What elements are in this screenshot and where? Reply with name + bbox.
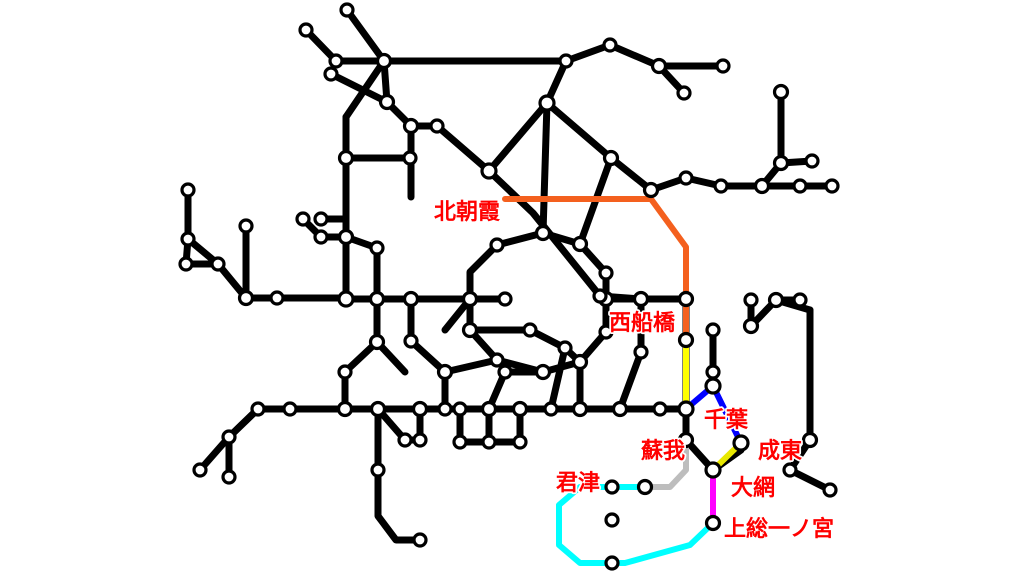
station-soga[interactable] <box>677 400 695 418</box>
label-nishi-funabashi: 西船橋 <box>609 310 676 336</box>
label-kita-asaka: 北朝霞 <box>434 199 501 225</box>
kururi-line <box>642 437 689 490</box>
label-kazusa-ichinomiya: 上総一ノ宮 <box>724 516 834 542</box>
label-soga: 蘇我 <box>640 438 685 464</box>
colored-rail-lines <box>502 196 744 566</box>
label-kimitsu: 君津 <box>556 470 600 496</box>
label-oami: 大網 <box>731 475 775 501</box>
label-chiba: 千葉 <box>704 408 749 433</box>
station-kazusa-ichinomiya[interactable] <box>704 514 722 532</box>
station-naruto[interactable] <box>732 434 750 452</box>
black-rail-lines <box>182 6 836 544</box>
station-markers <box>178 2 840 571</box>
label-naruto: 成東 <box>758 439 802 464</box>
station-oami[interactable] <box>704 461 722 479</box>
uchibo-line <box>556 484 716 566</box>
station-labels: 北朝霞 西船橋 千葉 蘇我 成東 大網 君津 上総一ノ宮 <box>432 197 836 544</box>
station-chiba[interactable] <box>704 377 722 395</box>
station-nishi-funabashi[interactable] <box>677 331 695 349</box>
